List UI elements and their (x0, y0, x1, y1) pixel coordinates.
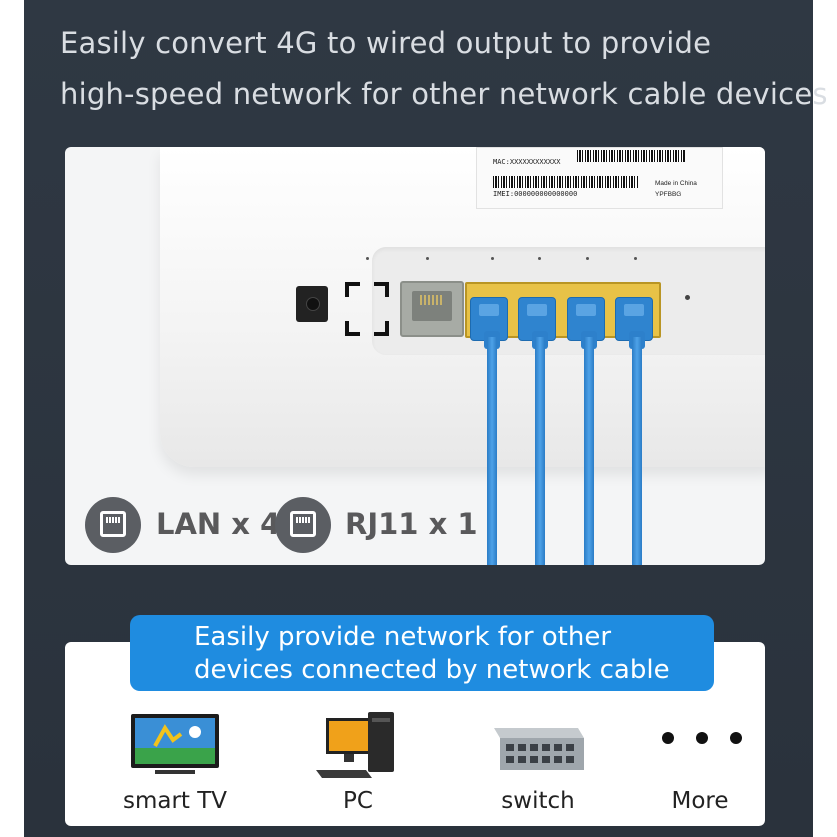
device-smart-tv: smart TV (105, 700, 245, 820)
device-label-smart-tv: smart TV (122, 788, 228, 814)
device-label-sticker: MAC:XXXXXXXXXXXX IMEI:000000000000000 Ma… (476, 147, 723, 209)
callout-line-2: devices connected by network cable (194, 655, 670, 685)
headline: Easily convert 4G to wired output to pro… (60, 18, 828, 120)
reset-hole (685, 295, 690, 300)
device-label-more: More (671, 788, 729, 814)
imei-barcode (493, 176, 638, 188)
pc-icon (316, 712, 394, 778)
network-switch-icon (494, 728, 584, 770)
phone-port-icon (275, 497, 331, 553)
right-margin (813, 0, 837, 837)
model-text: YPFBBG (655, 191, 682, 198)
ellipsis-icon (662, 732, 742, 744)
device-pc: PC (288, 700, 428, 820)
tv-icon (131, 714, 219, 774)
callout-banner: Easily provide network for other devices… (130, 615, 714, 691)
device-label-switch: switch (501, 788, 575, 814)
port-indicator-dot (586, 257, 589, 260)
port-indicator-dot (366, 257, 369, 260)
lan-cable-4 (632, 337, 642, 565)
mac-barcode (577, 150, 685, 162)
headline-line-1: Easily convert 4G to wired output to pro… (60, 26, 712, 60)
router-photo: MAC:XXXXXXXXXXXX IMEI:000000000000000 Ma… (65, 147, 765, 565)
headline-line-2: high-speed network for other network cab… (60, 77, 828, 111)
callout-line-1: Easily provide network for other (194, 622, 612, 652)
wps-button-icon (345, 282, 389, 336)
made-in-text: Made in China (655, 180, 697, 187)
ethernet-port-icon (85, 497, 141, 553)
lan-cable-3 (584, 337, 594, 565)
device-switch: switch (468, 700, 608, 820)
lan-count-label: LAN x 4 (156, 507, 281, 541)
port-indicator-dot (538, 257, 541, 260)
mac-text: MAC:XXXXXXXXXXXX (493, 158, 561, 166)
imei-text: IMEI:000000000000000 (493, 190, 578, 198)
device-label-pc: PC (343, 788, 373, 814)
lan-cable-2 (535, 337, 545, 565)
rj11-port (400, 281, 464, 337)
device-more: More (630, 700, 770, 820)
port-indicator-dot (426, 257, 429, 260)
router-body: MAC:XXXXXXXXXXXX IMEI:000000000000000 Ma… (160, 147, 765, 467)
port-indicator-dot (491, 257, 494, 260)
lan-cable-1 (487, 337, 497, 565)
rj11-count-label: RJ11 x 1 (345, 507, 478, 541)
port-indicator-dot (634, 257, 637, 260)
lan-plug-2 (518, 297, 556, 341)
left-margin (0, 0, 24, 837)
power-jack (296, 286, 328, 322)
